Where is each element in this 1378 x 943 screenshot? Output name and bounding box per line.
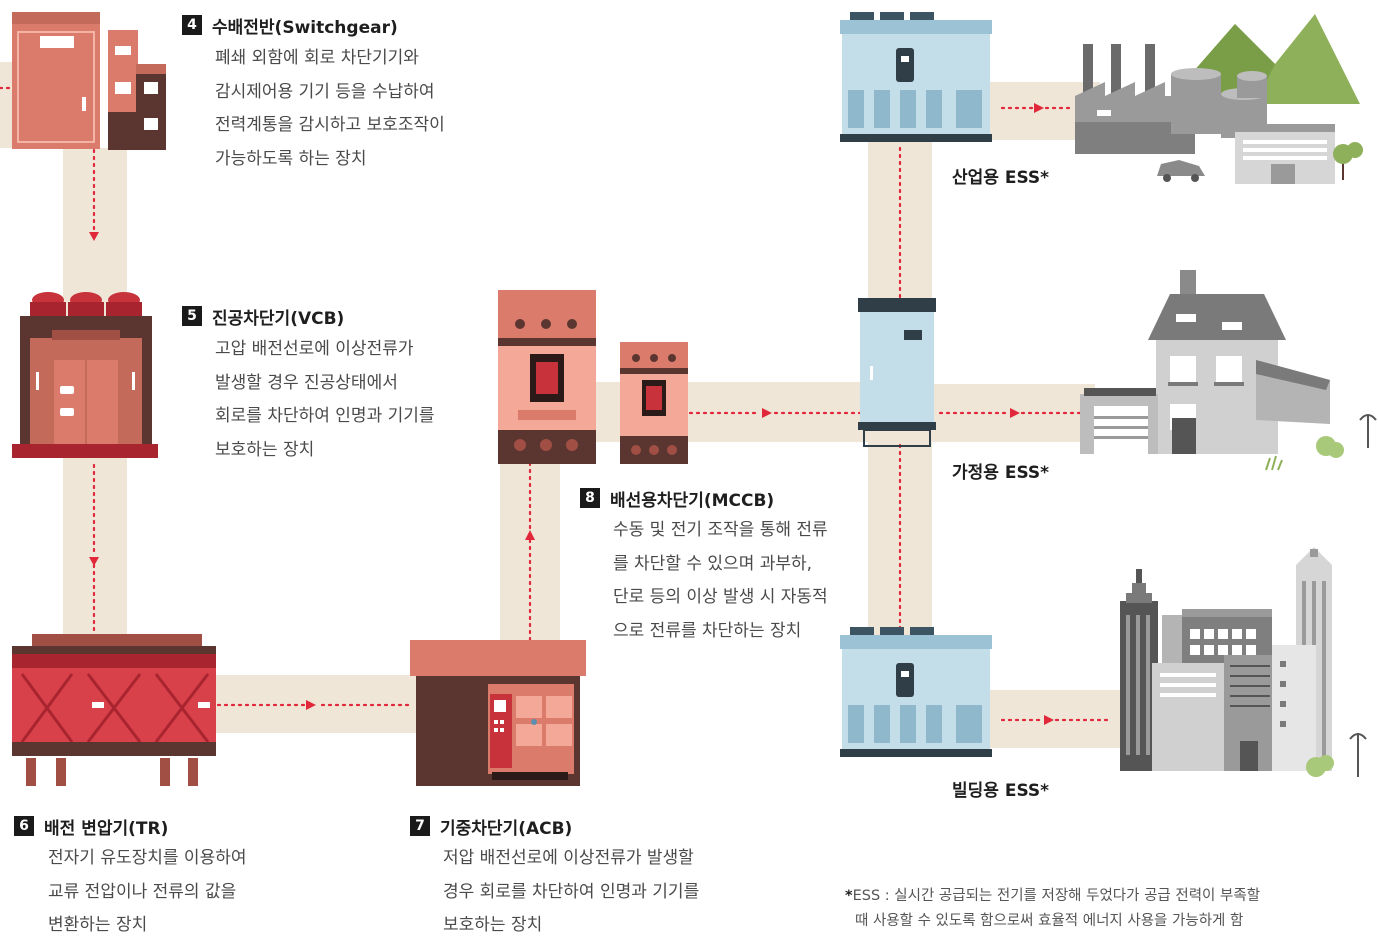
factory-illustration xyxy=(1075,14,1363,184)
transformer-illustration xyxy=(12,634,216,786)
desc-line: 보호하는 장치 xyxy=(443,915,543,935)
item-6-title: 배전 변압기(TR) xyxy=(44,819,169,839)
item-7-title: 기중차단기(ACB) xyxy=(440,819,573,839)
desc-line: 고압 배전선로에 이상전류가 xyxy=(215,339,414,359)
item-8-description: 수동 및 전기 조작을 통해 전류 를 차단할 수 있으며 과부하, 단로 등의… xyxy=(613,514,828,648)
desc-line: 교류 전압이나 전류의 값을 xyxy=(48,881,237,902)
desc-line: 으로 전류를 차단하는 장치 xyxy=(613,620,802,641)
desc-line: 전자기 유도장치를 이용하여 xyxy=(48,848,247,868)
desc-line: 가능하도록 하는 장치 xyxy=(215,148,367,169)
vcb-illustration xyxy=(12,292,158,458)
home-ess-label: 가정용 ESS* xyxy=(952,463,1050,483)
item-6-number: 6 xyxy=(14,816,34,836)
ess-industrial-unit xyxy=(840,12,992,142)
desc-line: 발생할 경우 진공상태에서 xyxy=(215,372,398,393)
footnote-text-1: ESS : 실시간 공급되는 전기를 저장해 두었다가 공급 전력이 부족할 xyxy=(852,888,1261,904)
desc-line: 폐쇄 외함에 회로 차단기기와 xyxy=(215,48,419,68)
mccb-illustration xyxy=(498,290,688,464)
desc-line: 전력계통을 감시하고 보호조작이 xyxy=(215,115,445,135)
desc-line: 감시제어용 기기 등을 수납하여 xyxy=(215,81,435,102)
item-8-number: 8 xyxy=(580,488,600,508)
desc-line: 회로를 차단하여 인명과 기기를 xyxy=(215,406,435,426)
item-5-description: 고압 배전선로에 이상전류가 발생할 경우 진공상태에서 회로를 차단하여 인명… xyxy=(215,333,435,467)
item-6-description: 전자기 유도장치를 이용하여 교류 전압이나 전류의 값을 변환하는 장치 xyxy=(48,842,247,943)
item-7-description: 저압 배전선로에 이상전류가 발생할 경우 회로를 차단하여 인명과 기기를 보… xyxy=(443,842,699,943)
desc-line: 를 차단할 수 있으며 과부하, xyxy=(613,553,813,574)
item-4-title: 수배전반(Switchgear) xyxy=(212,18,398,38)
item-7-number: 7 xyxy=(410,816,430,836)
item-5-number: 5 xyxy=(182,306,202,326)
buildings-illustration xyxy=(1120,547,1367,777)
item-8-title: 배선용차단기(MCCB) xyxy=(610,491,775,511)
desc-line: 저압 배전선로에 이상전류가 발생할 xyxy=(443,848,694,868)
house-illustration xyxy=(1080,270,1377,471)
ess-home-unit xyxy=(858,298,936,447)
desc-line: 보호하는 장치 xyxy=(215,439,315,460)
acb-illustration xyxy=(410,640,586,786)
item-5-title: 진공차단기(VCB) xyxy=(212,309,345,329)
desc-line: 경우 회로를 차단하여 인명과 기기를 xyxy=(443,881,700,902)
industrial-ess-label: 산업용 ESS* xyxy=(952,168,1050,188)
desc-line: 변환하는 장치 xyxy=(48,915,148,935)
item-4-description: 폐쇄 외함에 회로 차단기기와 감시제어용 기기 등을 수납하여 전력계통을 감… xyxy=(215,42,445,176)
footnote: *ESS : 실시간 공급되는 전기를 저장해 두었다가 공급 전력이 부족할 … xyxy=(845,884,1260,934)
desc-line: 단로 등의 이상 발생 시 자동적 xyxy=(613,587,828,607)
footnote-mark: * xyxy=(845,888,853,904)
footnote-line-1: *ESS : 실시간 공급되는 전기를 저장해 두었다가 공급 전력이 부족할 xyxy=(845,884,1260,909)
footnote-line-2: 때 사용할 수 있도록 함으로써 효율적 에너지 사용을 가능하게 함 xyxy=(855,913,1244,929)
ess-building-unit xyxy=(840,627,992,757)
switchgear-illustration xyxy=(12,12,166,150)
desc-line: 수동 및 전기 조작을 통해 전류 xyxy=(613,520,828,540)
item-4-number: 4 xyxy=(182,15,202,35)
building-ess-label: 빌딩용 ESS* xyxy=(952,781,1050,801)
